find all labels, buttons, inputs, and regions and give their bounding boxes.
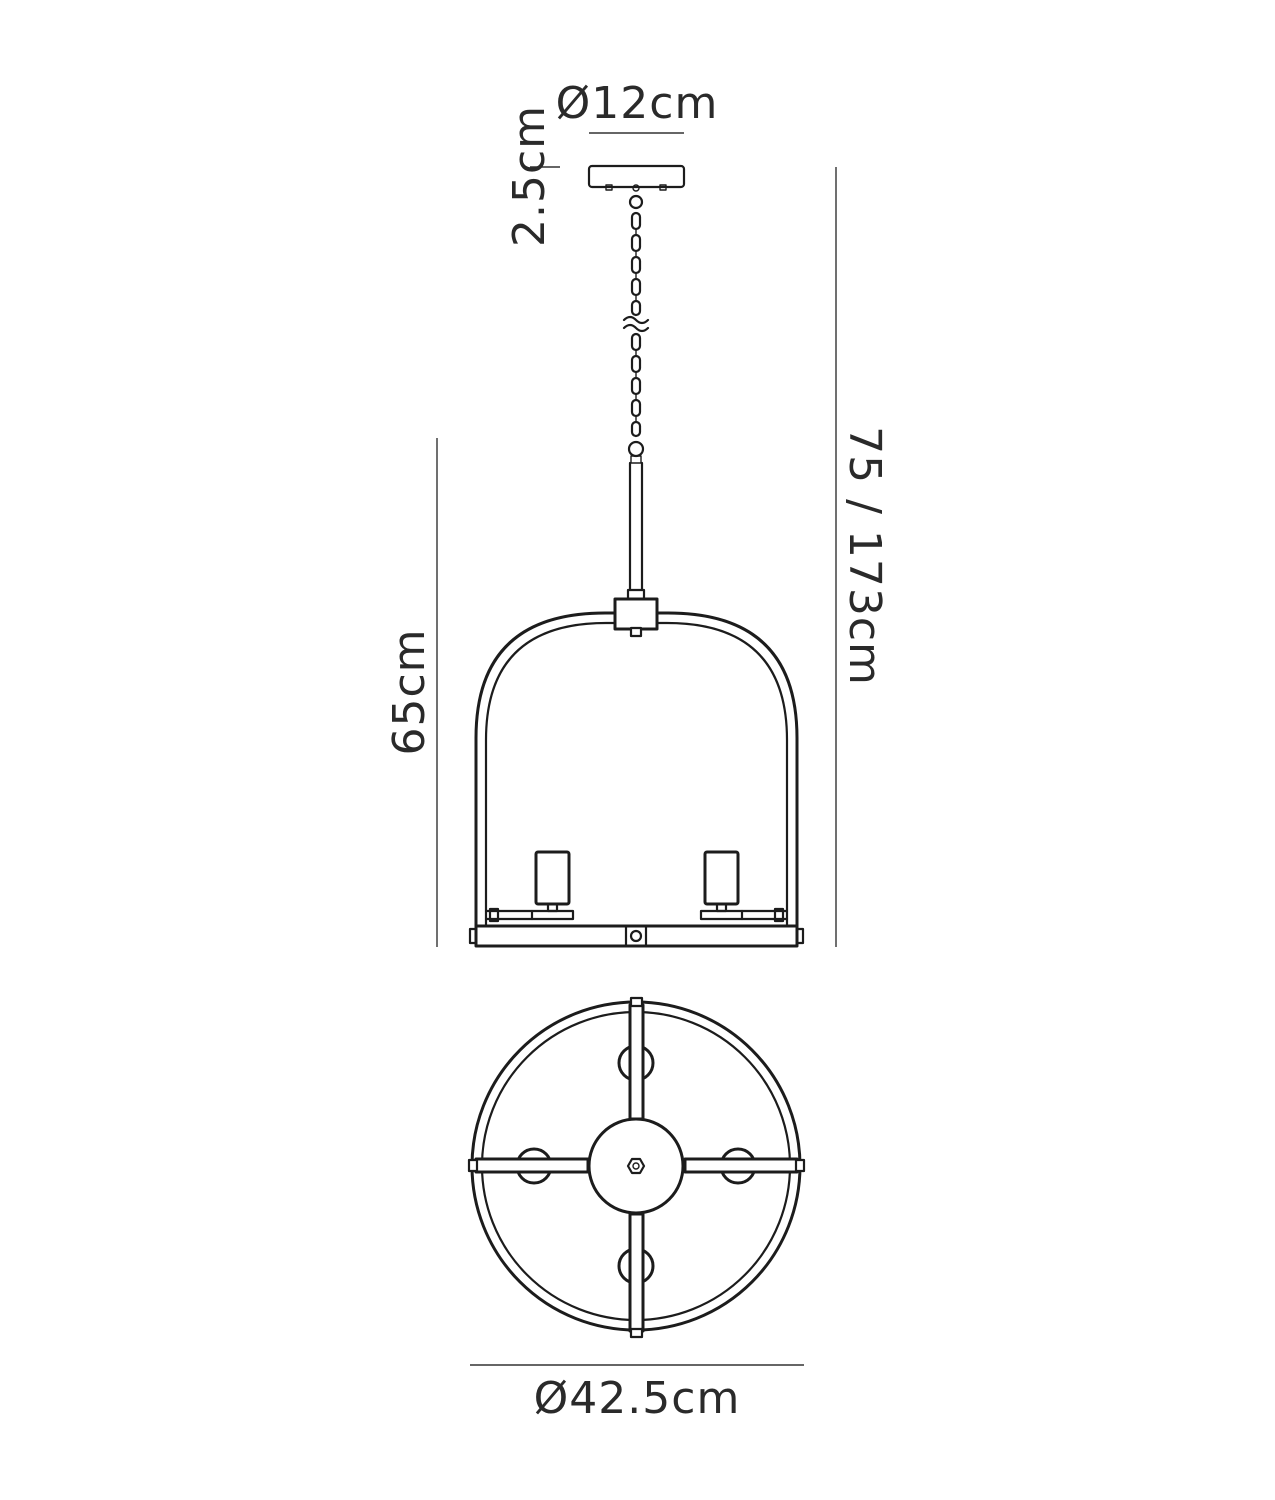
overall-height-label: 75 / 173cm xyxy=(839,426,890,686)
base-ring xyxy=(468,924,805,948)
lamp-holder-left xyxy=(530,850,575,921)
side-elevation xyxy=(468,164,805,948)
canopy-height-label: 2.5cm xyxy=(504,105,555,247)
hub-hex-nut xyxy=(626,1157,646,1175)
canopy-diameter-label: Ø12cm xyxy=(556,78,719,129)
arched-frame xyxy=(474,597,799,928)
arm-end-caps xyxy=(467,996,806,1339)
dimension-lines xyxy=(436,132,837,1366)
central-hub xyxy=(587,1117,685,1215)
ceiling-canopy xyxy=(587,164,686,192)
inner-arms xyxy=(484,907,789,923)
suspension-chain xyxy=(622,194,650,464)
overall-diameter-label: Ø42.5cm xyxy=(534,1373,741,1424)
plan-view xyxy=(467,996,806,1339)
lamp-holder-right xyxy=(699,850,744,921)
body-height-label: 65cm xyxy=(384,628,435,755)
suspension-rod xyxy=(626,461,646,601)
